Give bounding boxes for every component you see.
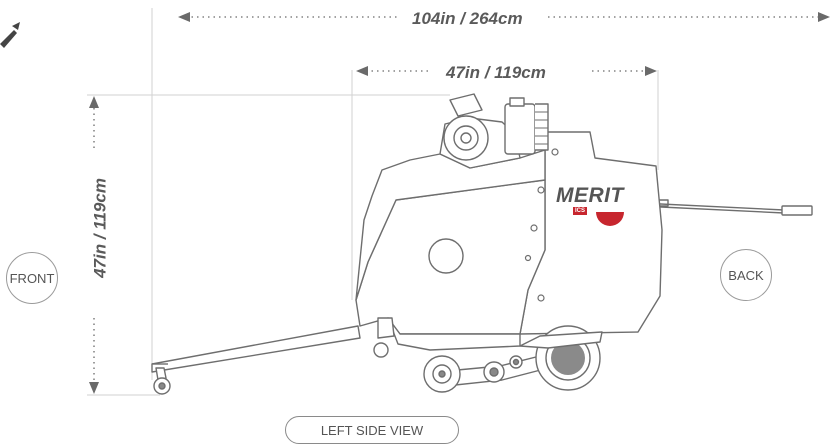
brand-logo-text: MERIT (556, 184, 624, 207)
brand-sub-logo: ICS (573, 207, 588, 215)
saw-machine (151, 93, 813, 395)
back-label: BACK (720, 249, 772, 301)
overall-length-label: 104in / 264cm (406, 10, 529, 27)
wrench-icon (0, 22, 20, 48)
guide-lines (87, 8, 659, 396)
body-length-dimension-line (356, 66, 657, 76)
front-label: FRONT (6, 252, 58, 304)
height-dimension-line (89, 96, 99, 394)
view-title: LEFT SIDE VIEW (285, 416, 459, 444)
overall-length-dimension-line (178, 12, 830, 22)
brand-blade-logo (596, 212, 624, 226)
height-label: 47in / 119cm (91, 172, 110, 284)
body-length-label: 47in / 119cm (440, 64, 552, 81)
